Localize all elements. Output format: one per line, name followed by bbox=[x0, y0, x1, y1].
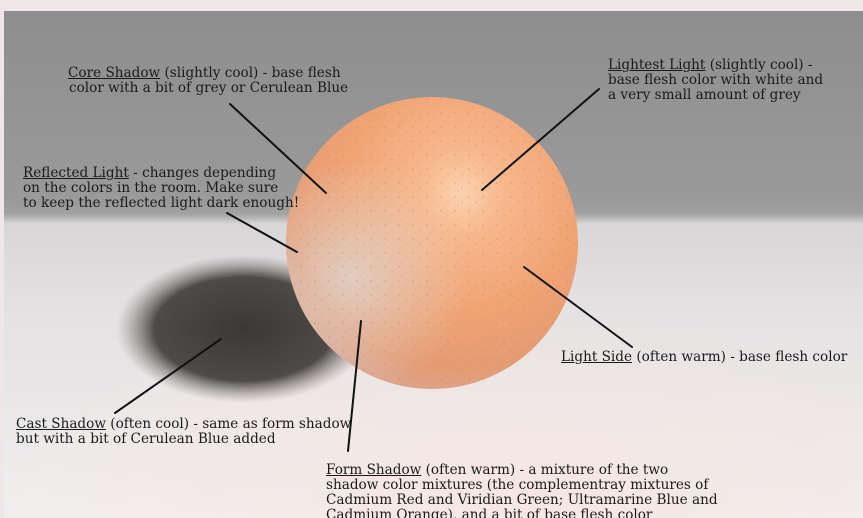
core-shadow-annotation: Core Shadow (slightly cool) - base flesh… bbox=[68, 66, 348, 96]
cast-shadow-term: Cast Shadow bbox=[16, 416, 106, 432]
light-side-annotation: Light Side (often warm) - base flesh col… bbox=[561, 350, 847, 365]
form-shadow-annotation: Form Shadow (often warm) - a mixture of … bbox=[326, 463, 718, 518]
form-shadow-text-2: shadow color mixtures (the complementray… bbox=[326, 477, 708, 493]
reflected-light-annotation: Reflected Light - changes depending on t… bbox=[23, 166, 299, 211]
lightest-light-text: (slightly cool) - bbox=[705, 57, 812, 73]
reflected-light-pointer bbox=[227, 213, 297, 252]
light-side-pointer bbox=[524, 267, 632, 347]
lightest-light-text-2: base flesh color with white and bbox=[608, 72, 823, 88]
reflected-light-term: Reflected Light bbox=[23, 165, 129, 181]
core-shadow-term: Core Shadow bbox=[68, 65, 160, 81]
lightest-light-text-3: a very small amount of grey bbox=[608, 87, 801, 103]
light-side-text: (often warm) - base flesh color bbox=[632, 349, 847, 365]
cast-shadow-text-2: but with a bit of Cerulean Blue added bbox=[16, 431, 276, 447]
form-shadow-text: (often warm) - a mixture of the two bbox=[421, 462, 668, 478]
form-shadow-term: Form Shadow bbox=[326, 462, 421, 478]
core-shadow-text: (slightly cool) - base flesh bbox=[160, 65, 340, 81]
lightest-light-annotation: Lightest Light (slightly cool) - base fl… bbox=[608, 58, 823, 103]
lightest-light-pointer bbox=[482, 89, 599, 190]
lightest-light-term: Lightest Light bbox=[608, 57, 705, 73]
photo-scene: Core Shadow (slightly cool) - base flesh… bbox=[4, 11, 863, 518]
reflected-light-text-3: to keep the reflected light dark enough! bbox=[23, 195, 299, 211]
cast-shadow-annotation: Cast Shadow (often cool) - same as form … bbox=[16, 417, 351, 447]
light-side-term: Light Side bbox=[561, 349, 632, 365]
core-shadow-text-2: color with a bit of grey or Cerulean Blu… bbox=[69, 80, 348, 96]
form-shadow-text-3: Cadmium Red and Viridian Green; Ultramar… bbox=[326, 492, 718, 508]
reflected-light-text-2: on the colors in the room. Make sure bbox=[23, 180, 278, 196]
cast-shadow-pointer bbox=[115, 339, 221, 413]
cast-shadow-text: (often cool) - same as form shadow bbox=[106, 416, 351, 432]
reflected-light-text: - changes depending bbox=[129, 165, 276, 181]
form-shadow-text-4: Cadmium Orange), and a bit of base flesh… bbox=[326, 507, 652, 518]
